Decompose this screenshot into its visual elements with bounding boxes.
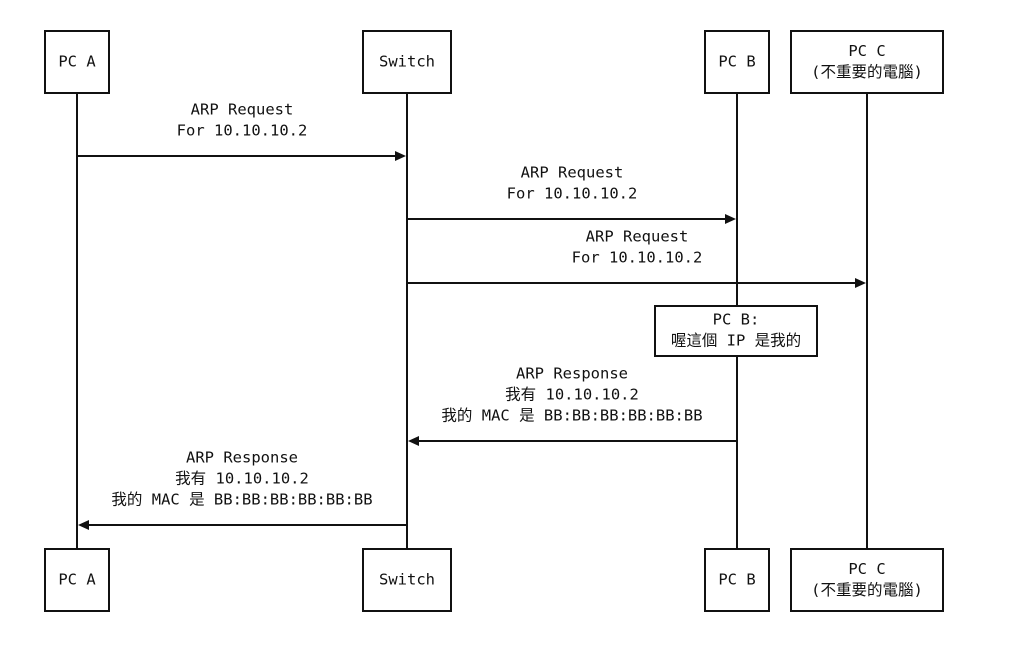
message-label-4: ARP Response — [516, 365, 628, 383]
participant-box-switch-top — [362, 30, 452, 94]
message-label-3: For 10.10.10.2 — [572, 249, 703, 267]
participant-label-switch-bottom: Switch — [379, 571, 435, 589]
participant-label-pc-a-bottom: PC A — [58, 571, 96, 589]
participant-label-pc-c-top: PC C — [848, 42, 885, 60]
participant-label-pc-b-top: PC B — [718, 53, 755, 71]
message-label-3: ARP Request — [586, 228, 689, 246]
participant-label-switch-top: Switch — [379, 53, 435, 71]
participant-box-pc-a-top — [44, 30, 110, 94]
arrowhead-icon — [408, 436, 419, 446]
participant-box-pc-c-top — [790, 30, 944, 94]
arrowhead-icon — [725, 214, 736, 224]
participant-box-pc-a-bottom — [44, 548, 110, 612]
participant-label-pc-c-bottom: PC C — [848, 560, 885, 578]
message-label-2: For 10.10.10.2 — [507, 185, 638, 203]
message-label-5: 我的 MAC 是 BB:BB:BB:BB:BB:BB — [111, 491, 372, 509]
message-label-5: ARP Response — [186, 449, 298, 467]
note-box — [654, 305, 818, 357]
participant-box-switch-bottom — [362, 548, 452, 612]
participant-label-pc-b-bottom: PC B — [718, 571, 755, 589]
message-label-1: ARP Request — [191, 101, 294, 119]
participant-box-pc-c-bottom — [790, 548, 944, 612]
participant-label-pc-c-bottom: (不重要的電腦) — [811, 581, 923, 599]
message-label-5: 我有 10.10.10.2 — [175, 470, 309, 488]
arrowhead-icon — [395, 151, 406, 161]
participant-box-pc-b-bottom — [704, 548, 770, 612]
participant-box-pc-b-top — [704, 30, 770, 94]
participant-label-pc-a-top: PC A — [58, 53, 96, 71]
participant-label-pc-c-top: (不重要的電腦) — [811, 63, 923, 81]
note-text: 喔這個 IP 是我的 — [671, 332, 801, 350]
message-label-1: For 10.10.10.2 — [177, 122, 308, 140]
message-label-4: 我有 10.10.10.2 — [505, 386, 639, 404]
message-label-4: 我的 MAC 是 BB:BB:BB:BB:BB:BB — [441, 407, 702, 425]
note-text: PC B: — [713, 311, 760, 329]
arrowhead-icon — [855, 278, 866, 288]
message-label-2: ARP Request — [521, 164, 624, 182]
arrowhead-icon — [78, 520, 89, 530]
